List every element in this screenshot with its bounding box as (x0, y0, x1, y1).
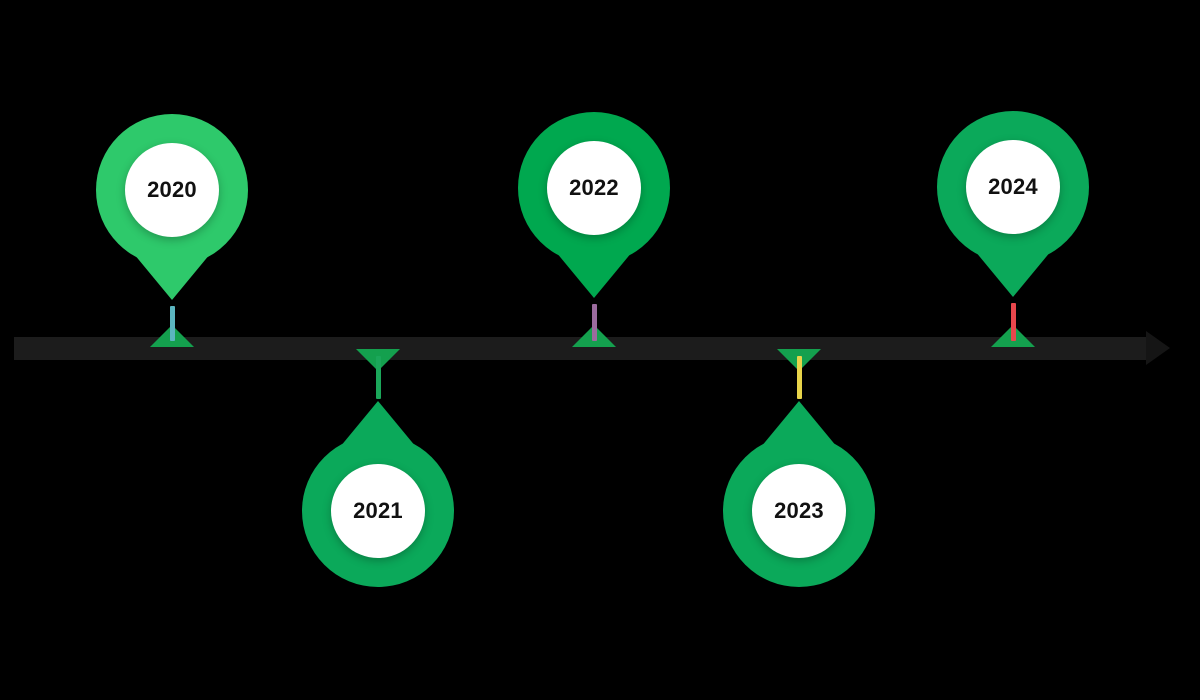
timeline-axis-bar (14, 337, 1146, 360)
milestone-2020[interactable]: 2020 (22, 0, 322, 700)
milestone-pin-2024[interactable]: 2024 (937, 111, 1089, 297)
milestone-pin-inner-circle: 2021 (331, 464, 425, 558)
timeline-arrow-icon (1146, 331, 1170, 365)
milestone-year-label: 2023 (774, 498, 824, 523)
milestone-2023[interactable]: 2023 (649, 0, 949, 700)
milestone-connector-stem (796, 356, 802, 399)
milestone-2022[interactable]: 2022 (444, 0, 744, 700)
milestone-year-label: 2021 (353, 498, 403, 523)
milestone-pin-2022[interactable]: 2022 (518, 112, 670, 298)
milestone-connector-stem (591, 304, 597, 341)
milestone-connector-stem (375, 356, 381, 399)
milestone-year-label: 2024 (988, 174, 1038, 199)
milestone-pin-inner-circle: 2020 (125, 143, 219, 237)
milestone-pin-2023[interactable]: 2023 (723, 401, 875, 587)
milestone-pin-inner-circle: 2023 (752, 464, 846, 558)
milestone-pin-2021[interactable]: 2021 (302, 401, 454, 587)
milestone-2024[interactable]: 2024 (863, 0, 1163, 700)
milestone-2021[interactable]: 2021 (228, 0, 528, 700)
milestone-pin-inner-circle: 2022 (547, 141, 641, 235)
milestone-connector-stem (169, 306, 175, 341)
milestone-year-label: 2020 (147, 177, 197, 202)
milestone-year-label: 2022 (569, 175, 619, 200)
milestone-pin-inner-circle: 2024 (966, 140, 1060, 234)
milestone-pin-2020[interactable]: 2020 (96, 114, 248, 300)
milestone-connector-stem (1010, 303, 1016, 341)
